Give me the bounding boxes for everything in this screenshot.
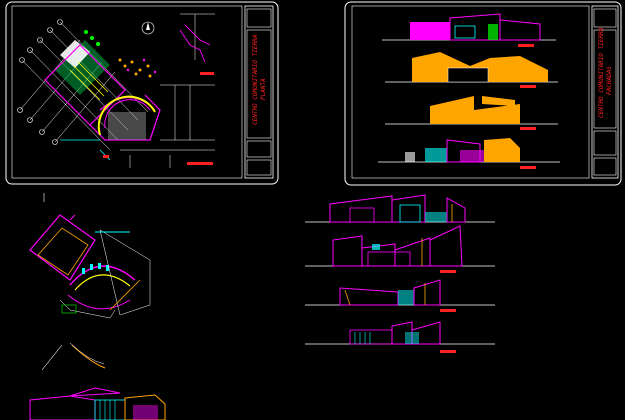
loose-elevation-2 <box>305 225 495 273</box>
title-block-elevations-text: CENTRO COMUNITARIO TIERRA <box>598 27 605 118</box>
elevation-3 <box>385 96 558 130</box>
sheet-elevations: CENTRO COMUNITARIO TIERRA FACHADAS <box>344 1 622 186</box>
loose-elevation-1 <box>305 194 495 223</box>
circular-court <box>97 95 156 140</box>
sheet-plan-border <box>5 1 279 185</box>
location-sketch <box>179 13 215 63</box>
title-block-elevations: CENTRO COMUNITARIO TIERRA FACHADAS <box>591 5 619 179</box>
loose-elevations <box>305 194 495 353</box>
elevation-2 <box>385 52 558 88</box>
loose-elevation-3 <box>305 279 495 312</box>
sheet-elevations-border <box>344 1 622 186</box>
north-arrow-icon <box>141 21 155 35</box>
floor-plan-rotated <box>17 13 215 168</box>
sheet-plan: CENTRO COMUNITARIO TIERRA PLANTA <box>5 1 279 185</box>
title-block-elevations-sub: FACHADAS <box>606 66 613 95</box>
sheet-plan-inner-frame <box>11 5 243 179</box>
title-block-plan: CENTRO COMUNITARIO TIERRA PLANTA <box>244 5 274 179</box>
sheet-elevations-inner-frame <box>351 5 590 179</box>
elevation-4 <box>378 138 560 169</box>
partial-elevation-bottom <box>29 387 166 420</box>
arc-sketch <box>41 342 106 371</box>
loose-floor-plan <box>29 193 151 319</box>
title-block-plan-sub: PLANTA <box>260 78 267 100</box>
title-block-plan-text: CENTRO COMUNITARIO TIERRA <box>252 34 259 125</box>
elevation-1 <box>382 13 556 47</box>
loose-elevation-4 <box>305 321 495 353</box>
